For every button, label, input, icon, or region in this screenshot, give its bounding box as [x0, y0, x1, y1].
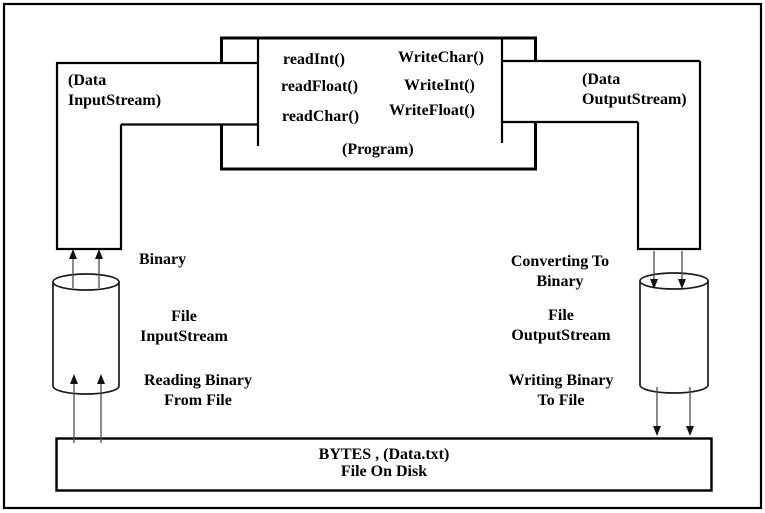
up-arrow-icon	[95, 249, 103, 259]
up-arrow-icon	[97, 374, 105, 384]
method-write-int: WriteInt()	[404, 77, 475, 94]
data-inputstream-label: (Data InputStream)	[68, 72, 162, 109]
data-outputstream-label: (Data OutputStream)	[582, 71, 687, 108]
method-write-float: WriteFloat()	[389, 102, 475, 119]
read-arrows-disk-to-cylinder	[70, 374, 105, 443]
data-outputstream-pipe	[500, 38, 702, 251]
binary-label: Binary	[139, 251, 187, 268]
write-arrows-stream-to-cylinder	[650, 251, 686, 289]
read-arrows-cylinder-to-stream	[69, 249, 103, 288]
up-arrow-icon	[69, 249, 77, 259]
file-outputstream-cylinder	[639, 272, 709, 394]
file-on-disk-label: BYTES , (Data.txt) File On Disk	[318, 446, 450, 480]
down-arrow-icon	[678, 279, 686, 289]
writing-binary-label: Writing Binary To File	[508, 372, 614, 409]
down-arrow-icon	[686, 426, 694, 436]
down-arrow-icon	[653, 426, 661, 436]
method-write-char: WriteChar()	[398, 49, 484, 66]
method-read-char: readChar()	[282, 108, 360, 125]
file-inputstream-label: File InputStream	[140, 308, 228, 345]
program-box	[220, 36, 537, 171]
converting-to-binary-label: Converting To Binary	[510, 253, 610, 290]
data-inputstream-pipe	[55, 39, 260, 251]
program-label: (Program)	[342, 141, 414, 158]
method-read-int: readInt()	[283, 51, 345, 68]
file-outputstream-label: File OutputStream	[511, 307, 611, 344]
file-inputstream-cylinder	[52, 273, 120, 395]
reading-binary-label: Reading Binary From File	[143, 372, 253, 409]
method-read-float: readFloat()	[281, 78, 359, 95]
down-arrow-icon	[650, 279, 658, 289]
file-on-disk-box	[55, 437, 713, 492]
up-arrow-icon	[70, 374, 78, 384]
write-arrows-cylinder-to-disk	[653, 387, 694, 436]
